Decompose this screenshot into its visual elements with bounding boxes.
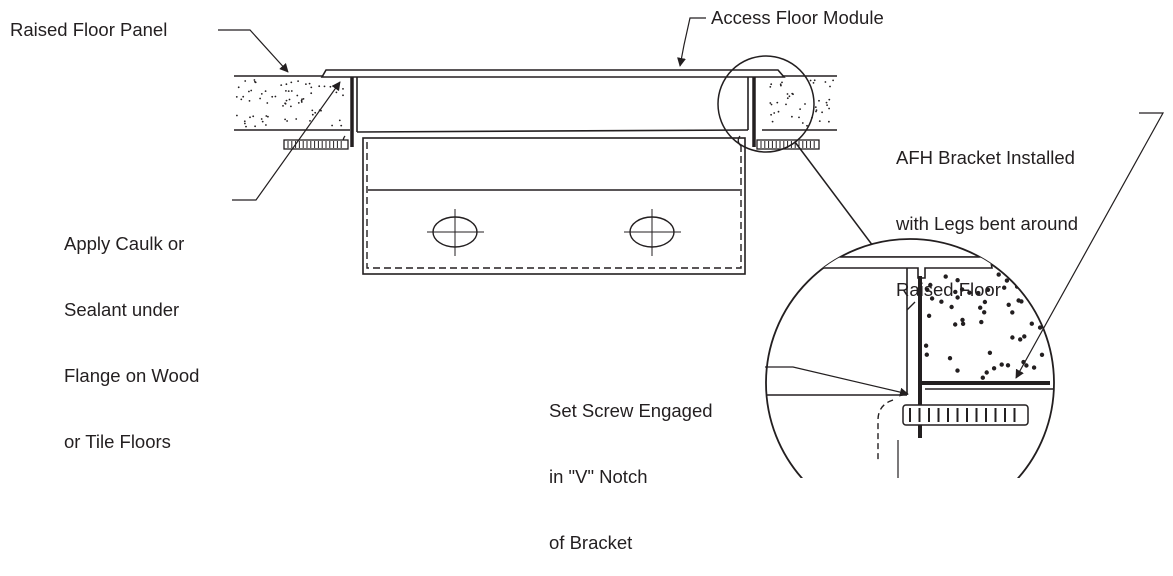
access-floor-diagram xyxy=(218,17,1165,478)
apply-caulk-label: Apply Caulk or Sealant under Flange on W… xyxy=(64,233,200,452)
raised-floor-panel-label: Raised Floor Panel xyxy=(10,19,168,40)
detail-callout xyxy=(717,55,874,247)
set-screw-left xyxy=(283,139,349,150)
raised-floor-left xyxy=(234,75,350,131)
access-floor-module xyxy=(320,69,786,275)
set-screw-right xyxy=(756,139,820,150)
mounting-hole-left xyxy=(427,209,484,256)
access-floor-module-label: Access Floor Module xyxy=(711,7,884,28)
leader-lines xyxy=(218,17,1165,397)
mounting-hole-right xyxy=(624,209,681,256)
afh-bracket-label: AFH Bracket Installed with Legs bent aro… xyxy=(896,147,1079,300)
set-screw-label: Set Screw Engaged in "V" Notch of Bracke… xyxy=(549,400,713,553)
raised-floor-right xyxy=(762,75,837,131)
